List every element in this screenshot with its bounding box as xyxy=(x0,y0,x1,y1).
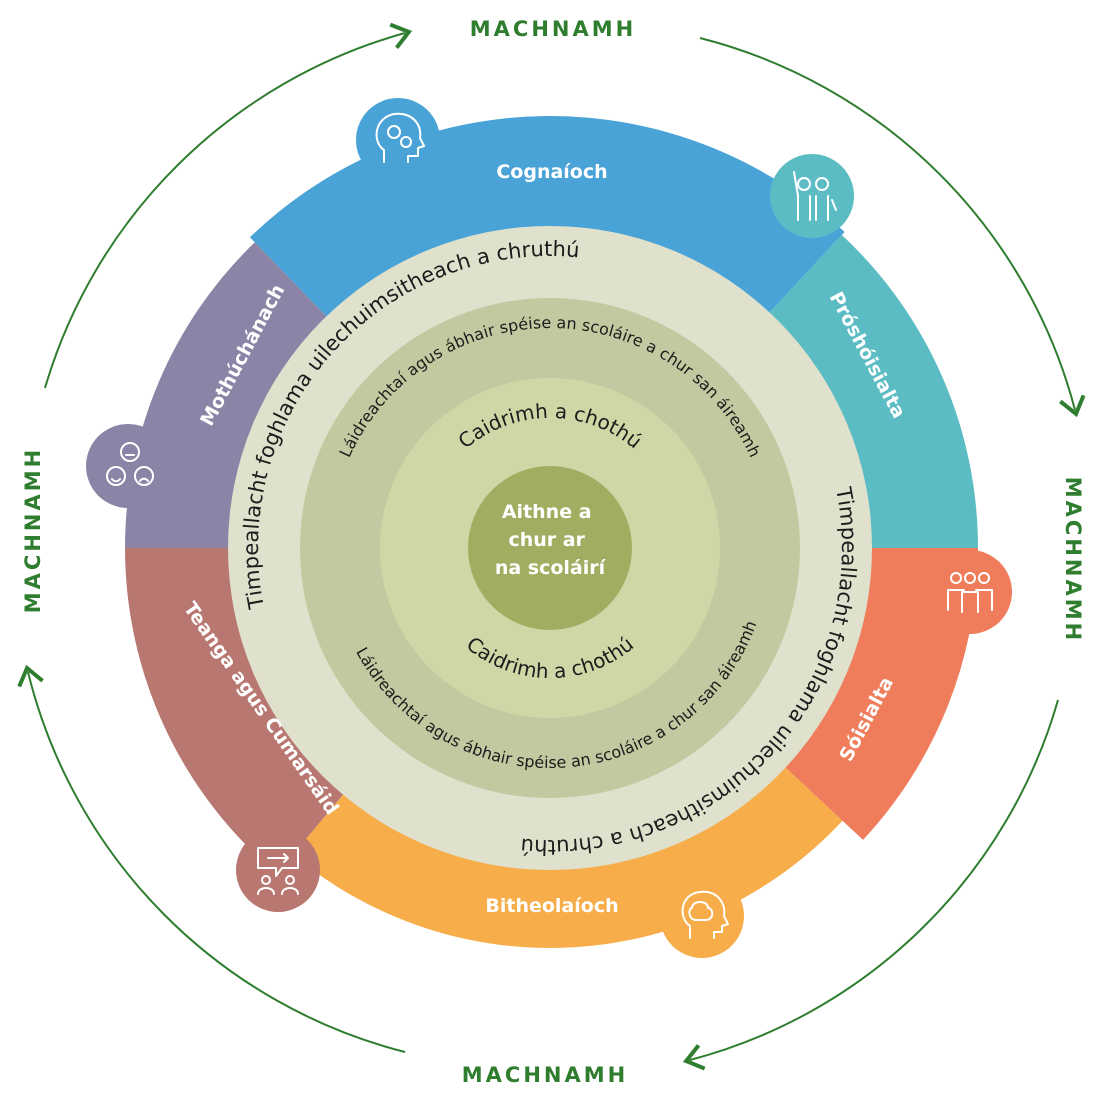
head-gears-icon xyxy=(356,98,440,182)
cycle-arrow-top-left xyxy=(44,22,413,389)
cycle-arrow-bottom-left xyxy=(17,664,406,1053)
segment-prosocial xyxy=(766,234,978,548)
segment-emotional xyxy=(125,242,330,548)
segment-language xyxy=(125,548,346,874)
center-line-3: na scoláirí xyxy=(495,557,607,579)
center-line-1: Aithne a xyxy=(502,501,592,523)
reflection-cycle: MACHNAMH MACHNAMH MACHNAMH MACHNAMH xyxy=(17,17,1086,1087)
cycle-label-top: MACHNAMH xyxy=(470,17,636,41)
segment-social xyxy=(782,548,978,840)
cycle-label-right: MACHNAMH xyxy=(1061,477,1085,643)
emotion-faces-icon xyxy=(86,424,170,508)
conversation-icon xyxy=(236,828,320,912)
center-circle xyxy=(468,466,632,630)
cycle-label-left: MACHNAMH xyxy=(21,447,45,613)
head-brain-icon xyxy=(660,874,744,958)
center-text: Aithne a chur ar na scoláirí xyxy=(495,501,607,579)
segment-label-cognitive: Cognaíoch xyxy=(496,161,607,183)
segment-label-biological: Bitheolaíoch xyxy=(485,895,618,917)
center-line-2: chur ar xyxy=(508,529,585,551)
cycle-arrow-bottom-right xyxy=(682,699,1059,1071)
cycle-arrow-top-right xyxy=(699,37,1086,418)
cycle-label-bottom: MACHNAMH xyxy=(462,1063,628,1087)
helping-people-icon xyxy=(770,154,854,238)
group-people-icon xyxy=(928,550,1012,634)
